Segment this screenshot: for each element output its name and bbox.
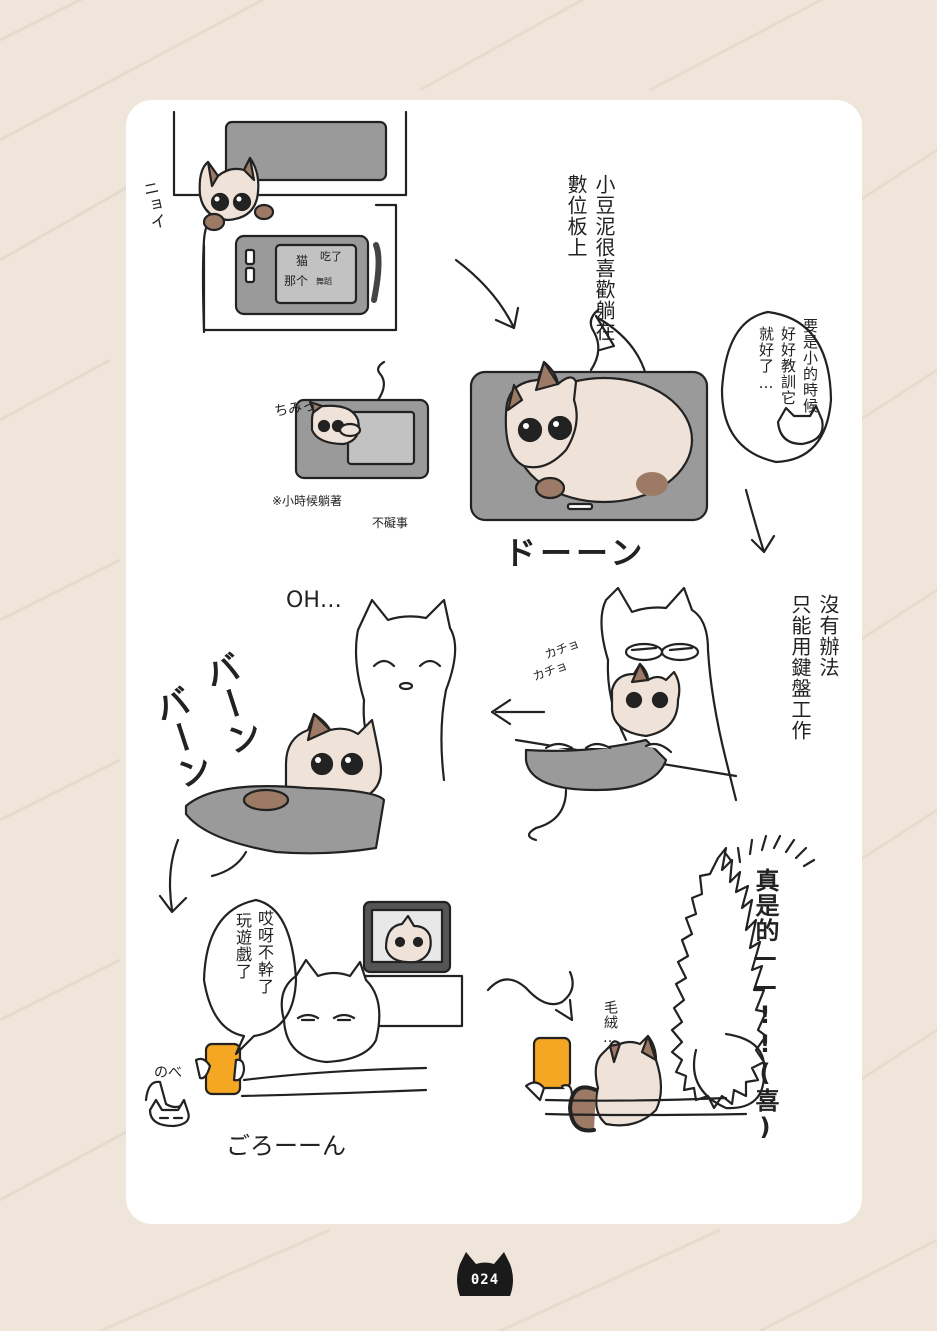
person-lying-illustration: [194, 900, 464, 1098]
shout-text: 真是的——!!(喜): [751, 868, 779, 1142]
speech-line-2: 玩遊戲了: [233, 912, 252, 980]
arrow-1: [454, 258, 520, 330]
arrow-2: [744, 488, 776, 554]
note-line-1: ※小時候躺著: [272, 494, 343, 508]
sfx-boom: ドーーン: [504, 534, 647, 572]
tablet-note-1: 猫: [296, 254, 309, 268]
page-number: 024: [470, 1272, 500, 1288]
small-cat-face: [776, 404, 824, 446]
shout-bubble: [724, 834, 816, 868]
narration-keyboard-1: 沒有辦法: [816, 594, 840, 678]
speech-line-1: 哎呀不幹了: [255, 910, 274, 995]
signature-drawing: [144, 1080, 190, 1128]
comic-artwork: [144, 110, 833, 1133]
whisper-text: 毛絨…: [602, 1000, 618, 1047]
cat-on-person-illustration: [524, 846, 768, 1133]
tablet-note-2: 吃了: [320, 250, 342, 263]
page-number-badge: 024: [452, 1250, 518, 1300]
artist-signature: のべ: [154, 1065, 182, 1081]
cat-peeking: [198, 156, 275, 232]
arrow-5: [486, 970, 574, 1022]
cat-on-keyboard-illustration: [184, 598, 457, 878]
exclaim-oh: OH…: [286, 588, 342, 613]
narration-keyboard-2: 只能用鍵盤工作: [788, 594, 812, 741]
thought-line-1: 要是小的時候: [801, 318, 819, 414]
desk-illustration: [172, 110, 408, 334]
speech-bubble: [202, 898, 298, 1056]
narration-tablet: 小豆泥很喜歡躺在數位板上: [564, 174, 616, 342]
tablet-note-4: 舞蹈: [316, 277, 332, 286]
thought-bubble: [720, 310, 833, 464]
comic-page: ニョイ 猫 吃了 那个 舞蹈 小豆泥很喜歡躺在數位板上 ちみっ ※小時候躺著 不…: [126, 100, 862, 1224]
thought-line-3: 就好了…: [757, 326, 775, 393]
arrow-4: [158, 838, 188, 914]
person-typing-illustration: [514, 586, 738, 842]
arrow-3: [490, 698, 546, 726]
note-line-2: 不礙事: [372, 516, 409, 530]
sfx-lie: ごろーーん: [226, 1132, 346, 1160]
cat-on-tablet-illustration: [469, 308, 709, 522]
cat-head-icon: [457, 1252, 513, 1296]
tablet-note-3: 那个: [284, 274, 309, 288]
kitten-tablet-illustration: [294, 360, 430, 480]
thought-line-2: 好好教訓它: [779, 326, 797, 406]
